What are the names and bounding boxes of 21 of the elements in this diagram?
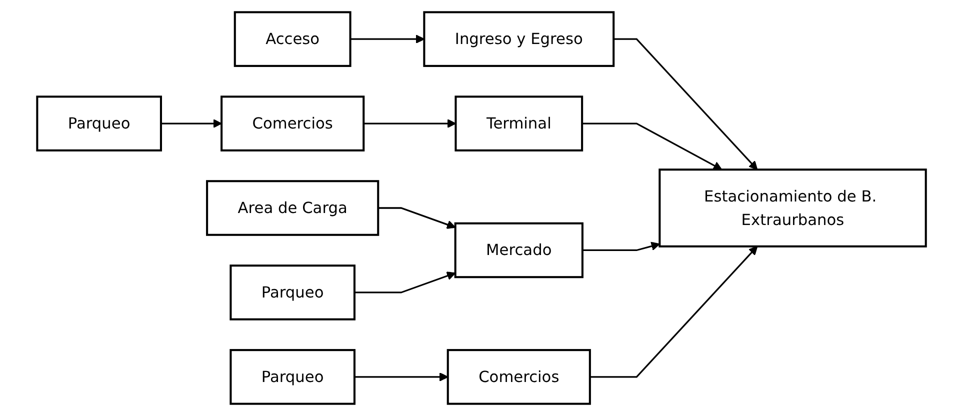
arrow — [350, 34, 425, 44]
node-box: Mercado — [454, 222, 584, 278]
node-box: Ingreso y Egreso — [423, 11, 615, 67]
arrow — [354, 272, 456, 294]
node-box: Parqueo — [230, 264, 356, 320]
node-box: Acceso — [234, 11, 352, 67]
node-box: Comercios — [220, 96, 365, 152]
arrow — [614, 38, 758, 170]
node-box: Terminal — [454, 96, 584, 152]
node-box: Area de Carga — [206, 180, 380, 236]
arrow — [364, 119, 456, 128]
arrow — [582, 122, 722, 170]
node-box: Parqueo — [36, 96, 162, 152]
node-box: Estacionamiento de B. Extraurbanos — [658, 168, 927, 248]
arrow — [378, 207, 456, 229]
arrow — [590, 246, 758, 378]
node-box: Parqueo — [230, 349, 356, 405]
arrow — [160, 119, 222, 128]
node-box: Comercios — [446, 349, 591, 405]
arrow — [354, 372, 448, 382]
arrow — [582, 242, 660, 252]
